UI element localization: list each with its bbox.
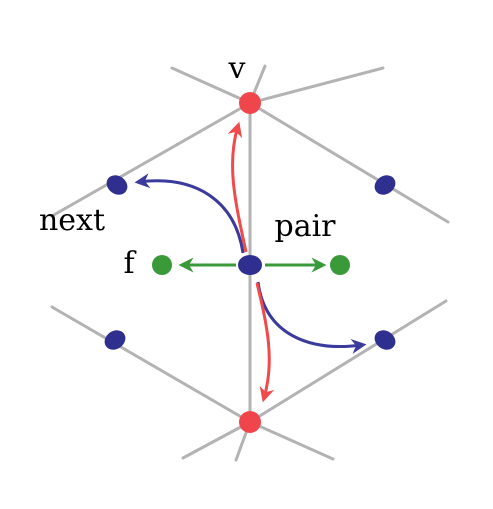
- mesh-edge: [248, 101, 450, 224]
- halfedge-dot: [106, 175, 128, 195]
- mesh-edge: [181, 420, 252, 460]
- mesh-edge: [248, 299, 448, 424]
- halfedge-dot: [374, 330, 396, 350]
- arrows: [134, 121, 367, 403]
- next-arrow: [134, 173, 245, 254]
- mesh-edge: [248, 420, 335, 461]
- vertex-arrow: [227, 121, 248, 253]
- mesh-edges: [50, 64, 450, 462]
- vertices: [239, 92, 261, 433]
- faces: [152, 255, 350, 275]
- vertex-arrow-opposite: [255, 282, 275, 403]
- mesh-edge: [50, 101, 252, 218]
- face-dot-left: [152, 255, 172, 275]
- mesh-edge: [50, 305, 252, 424]
- pair-label: pair: [274, 209, 336, 244]
- face-label: f: [123, 246, 136, 281]
- halfedges: [104, 175, 396, 350]
- vertex-dot-bottom: [239, 411, 261, 433]
- next-arrow-opposite: [256, 281, 367, 354]
- halfedge-dot: [104, 330, 126, 350]
- mesh-edge: [170, 66, 252, 105]
- mesh-edge: [248, 66, 385, 105]
- halfedge-dot: [374, 175, 396, 195]
- next-label: next: [39, 203, 105, 238]
- vertex-label: v: [228, 51, 246, 86]
- vertex-dot-top: [239, 92, 261, 114]
- halfedge-dot-center: [238, 255, 262, 275]
- face-dot-right: [330, 255, 350, 275]
